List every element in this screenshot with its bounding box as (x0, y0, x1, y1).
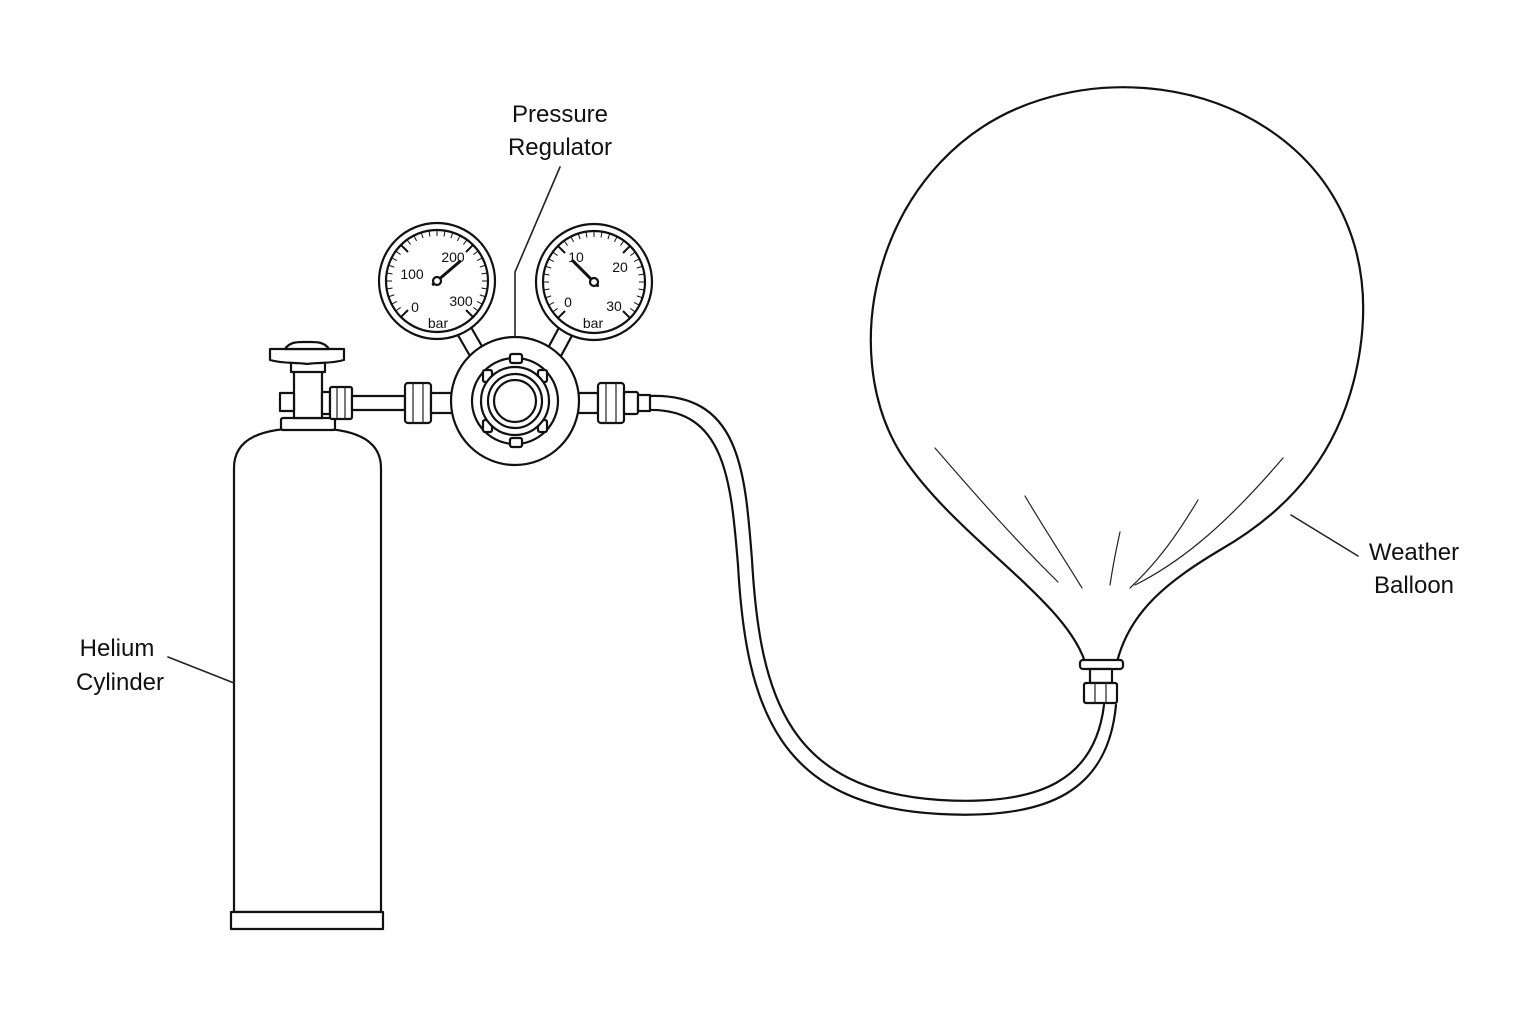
high-pressure-gauge: 0 100 200 300 bar (377, 221, 497, 341)
gauge-tick-mark (395, 250, 401, 255)
hp-unit-label: bar (428, 315, 449, 331)
gauge-tick-mark (388, 294, 395, 298)
gauge-tick-mark (548, 258, 555, 263)
cylinder-label-line1: Helium (80, 635, 155, 662)
gauge-tick-mark (545, 265, 552, 269)
lp-needle-pivot (588, 276, 600, 288)
gauge-tick-mark (577, 233, 581, 240)
gauge-tick-mark (479, 294, 486, 298)
balloon-label-line2: Balloon (1374, 572, 1454, 599)
gauge-tick-mark (620, 240, 625, 246)
gauge-tick-mark (600, 231, 603, 238)
gauge-tick-mark (465, 309, 474, 318)
hose (646, 394, 1118, 816)
gauge-tick-mark (443, 230, 446, 237)
gauge-tick-mark (450, 232, 454, 239)
gauge-tick-mark (633, 258, 640, 263)
gauge-tick-mark (552, 308, 558, 313)
pressure-regulator (449, 335, 581, 467)
gauge-tick-mark (456, 235, 461, 242)
gauge-tick-mark (479, 264, 486, 268)
balloon-nozzle-nut (1082, 681, 1119, 705)
gauge-tick-mark (622, 310, 631, 319)
cylinder-valve-body (292, 368, 324, 420)
balloon-leader-line (1290, 514, 1359, 557)
high-pressure-gauge-scale (386, 230, 488, 318)
gauge-tick-mark (386, 287, 393, 290)
cylinder-base (229, 910, 385, 931)
cylinder-collar (279, 416, 337, 432)
gauge-tick-mark (400, 309, 409, 318)
regulator-outlet-fitting (576, 381, 652, 425)
gauge-tick-mark (481, 272, 488, 275)
gauge-tick-mark (543, 273, 550, 276)
gauge-tick-mark (400, 244, 409, 253)
gauge-tick-mark (476, 257, 483, 262)
weather-balloon (869, 86, 1365, 705)
valve-outlet-nut (328, 385, 354, 421)
gauge-tick-mark (548, 301, 555, 306)
low-pressure-gauge: 0 10 20 30 bar (534, 222, 654, 342)
gauge-tick-mark (633, 301, 640, 306)
gauge-tick-mark (585, 231, 588, 238)
balloon-label-line1: Weather (1369, 539, 1459, 566)
lp-tick-label: 0 (564, 294, 572, 310)
lp-tick-label: 30 (606, 298, 622, 314)
gauge-tick-mark (465, 244, 474, 253)
gauge-tick-mark (481, 287, 488, 290)
hp-tick-label: 200 (441, 249, 465, 265)
gauge-tick-mark (630, 251, 636, 256)
gauge-tick-mark (638, 288, 645, 291)
gauge-tick-mark (388, 264, 395, 268)
gauge-tick-mark (395, 307, 401, 312)
regulator-label-line1: Pressure (512, 101, 608, 128)
gauge-tick-mark (545, 295, 552, 299)
cylinder-valve-side-nut (278, 391, 296, 413)
helium-cylinder (229, 340, 385, 931)
gauge-tick-mark (552, 251, 558, 256)
gauge-tick-mark (428, 230, 431, 237)
hp-tick-label: 300 (449, 293, 473, 309)
lp-tick-label: 20 (612, 259, 628, 275)
gauge-tick-mark (636, 295, 643, 299)
balloon-neck-ring (1078, 658, 1125, 671)
hp-tick-label: 100 (400, 266, 424, 282)
gauge-tick-mark (473, 307, 479, 312)
gauge-tick-mark (557, 245, 566, 254)
gauge-tick-mark (420, 232, 424, 239)
gauge-tick-mark (570, 236, 575, 243)
gauge-tick-mark (406, 239, 411, 245)
hp-tick-label: 0 (411, 299, 419, 315)
gauge-tick-mark (630, 308, 636, 313)
gauge-tick-mark (563, 240, 568, 246)
gauge-tick-mark (391, 300, 398, 305)
regulator-adjustment-knob[interactable] (479, 352, 551, 449)
supply-pipe (320, 381, 455, 425)
gauge-tick-mark (463, 239, 468, 245)
gauge-tick-mark (476, 300, 483, 305)
leader-lines (167, 166, 1359, 684)
gauge-tick-mark (473, 250, 479, 255)
gauge-tick-mark (622, 245, 631, 254)
balloon-nozzle-stem (1088, 667, 1114, 685)
regulator-leader-line (514, 166, 561, 337)
regulator-inlet-nut (403, 381, 433, 425)
cylinder-valve-handwheel[interactable] (268, 347, 346, 366)
gauge-tick-mark (391, 257, 398, 262)
gauge-tick-mark (413, 235, 418, 242)
cylinder-label-line2: Cylinder (76, 669, 164, 696)
gauge-tick-mark (386, 272, 393, 275)
hp-needle-pivot (431, 275, 443, 287)
regulator-label-line2: Regulator (508, 134, 612, 161)
low-pressure-gauge-scale (543, 231, 645, 319)
gauge-tick-mark (557, 310, 566, 319)
cylinder-leader-line (167, 656, 235, 684)
gauge-tick-mark (543, 288, 550, 291)
gauge-tick-mark (638, 273, 645, 276)
gauge-tick-mark (636, 265, 643, 269)
lp-unit-label: bar (583, 315, 604, 331)
gauge-tick-mark (613, 236, 618, 243)
gauge-tick-mark (607, 233, 611, 240)
